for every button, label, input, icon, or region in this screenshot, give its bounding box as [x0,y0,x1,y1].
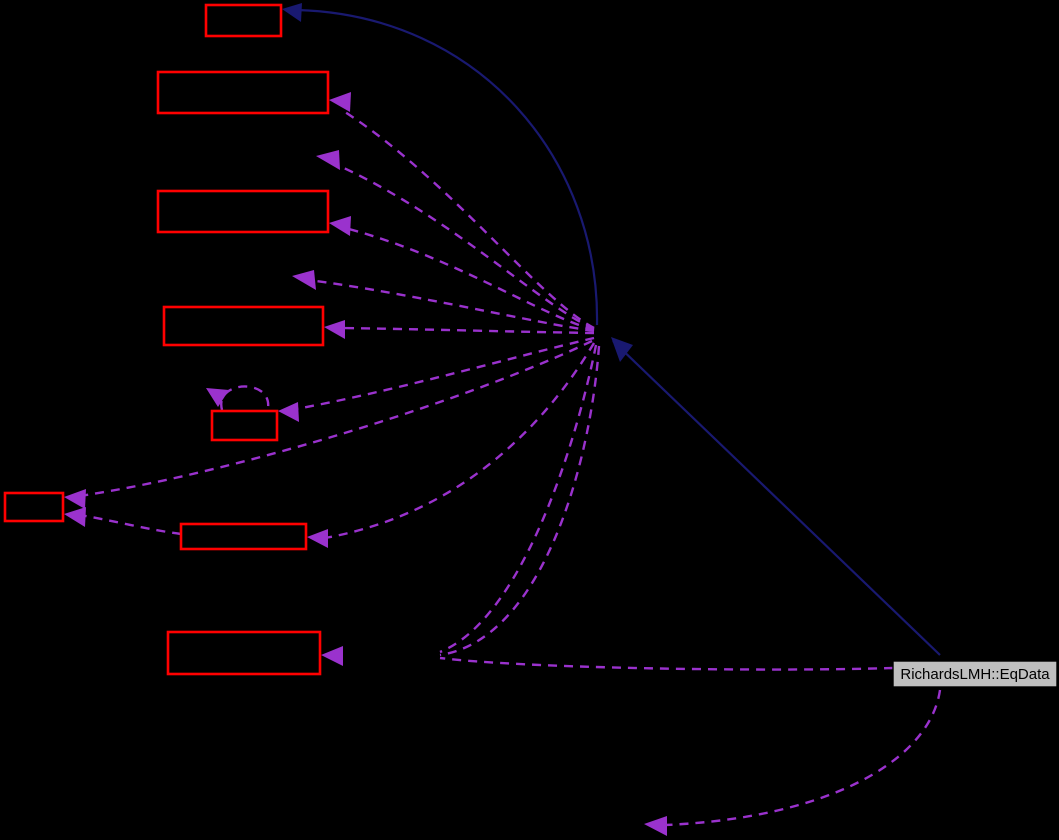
edge-hub-to-node7 [324,342,596,540]
edge-hub-to-node8 [439,344,598,654]
arrowhead-hub [611,337,633,362]
node-7[interactable] [179,522,308,551]
edge-hub-to-node1-inheritance [296,8,599,326]
node-8[interactable] [166,630,322,676]
node-2-box[interactable] [156,70,330,115]
node-6[interactable] [3,491,65,523]
usage-edges-group [79,110,942,827]
node-5-box[interactable] [210,409,279,442]
edge-hub-to-node5 [295,336,595,411]
arrowhead-node6-upper [64,489,86,509]
edge-hub-to-floating-1 [332,161,595,331]
node-3[interactable] [156,189,330,234]
arrowhead-node9 [644,816,667,836]
edge-hub-to-node8-alt [439,345,601,657]
node-3-box[interactable] [156,189,330,234]
edge-eqdata-to-hub-inheritance [612,340,941,656]
arrowhead-node6-lower [64,507,86,527]
arrowhead-node4 [324,320,345,339]
node-6-box[interactable] [3,491,65,523]
edge-hub-to-node2 [344,110,595,330]
arrowhead-node1 [282,3,302,22]
node-2[interactable] [156,70,330,115]
arrowhead-floating-1 [316,150,340,170]
edge-eqdata-to-node8 [439,656,894,671]
arrowhead-node5 [278,402,299,422]
focus-node-label: RichardsLMH::EqData [900,666,1050,683]
edge-eqdata-to-node9 [664,689,942,827]
edge-hub-to-node4 [339,326,595,335]
edge-hub-to-node6 [79,339,593,498]
node-7-box[interactable] [179,522,308,551]
edge-hub-to-node3 [344,226,595,332]
focus-node-richardslmh-eqdata[interactable]: RichardsLMH::EqData [892,660,1058,688]
node-1[interactable] [204,3,283,38]
node-8-box[interactable] [166,630,322,676]
arrowhead-node7 [307,529,328,548]
arrowheads-group [64,3,667,836]
edge-hub-to-floating-2 [308,278,595,333]
inheritance-edges-group [296,8,941,656]
arrowhead-node2 [329,92,351,112]
nodes-group [3,3,330,676]
node-5[interactable] [210,409,279,442]
edge-node5-self-loop [220,385,270,411]
arrowhead-node5-self [206,388,229,407]
node-4-box[interactable] [162,305,325,347]
arrowhead-floating-2 [292,270,316,290]
arrowhead-node3 [329,216,351,236]
edge-node7-to-node6 [79,513,182,536]
focus-node-box[interactable] [892,660,1058,688]
node-1-box[interactable] [204,3,283,38]
node-4[interactable] [162,305,325,347]
arrowhead-node8 [321,646,343,666]
